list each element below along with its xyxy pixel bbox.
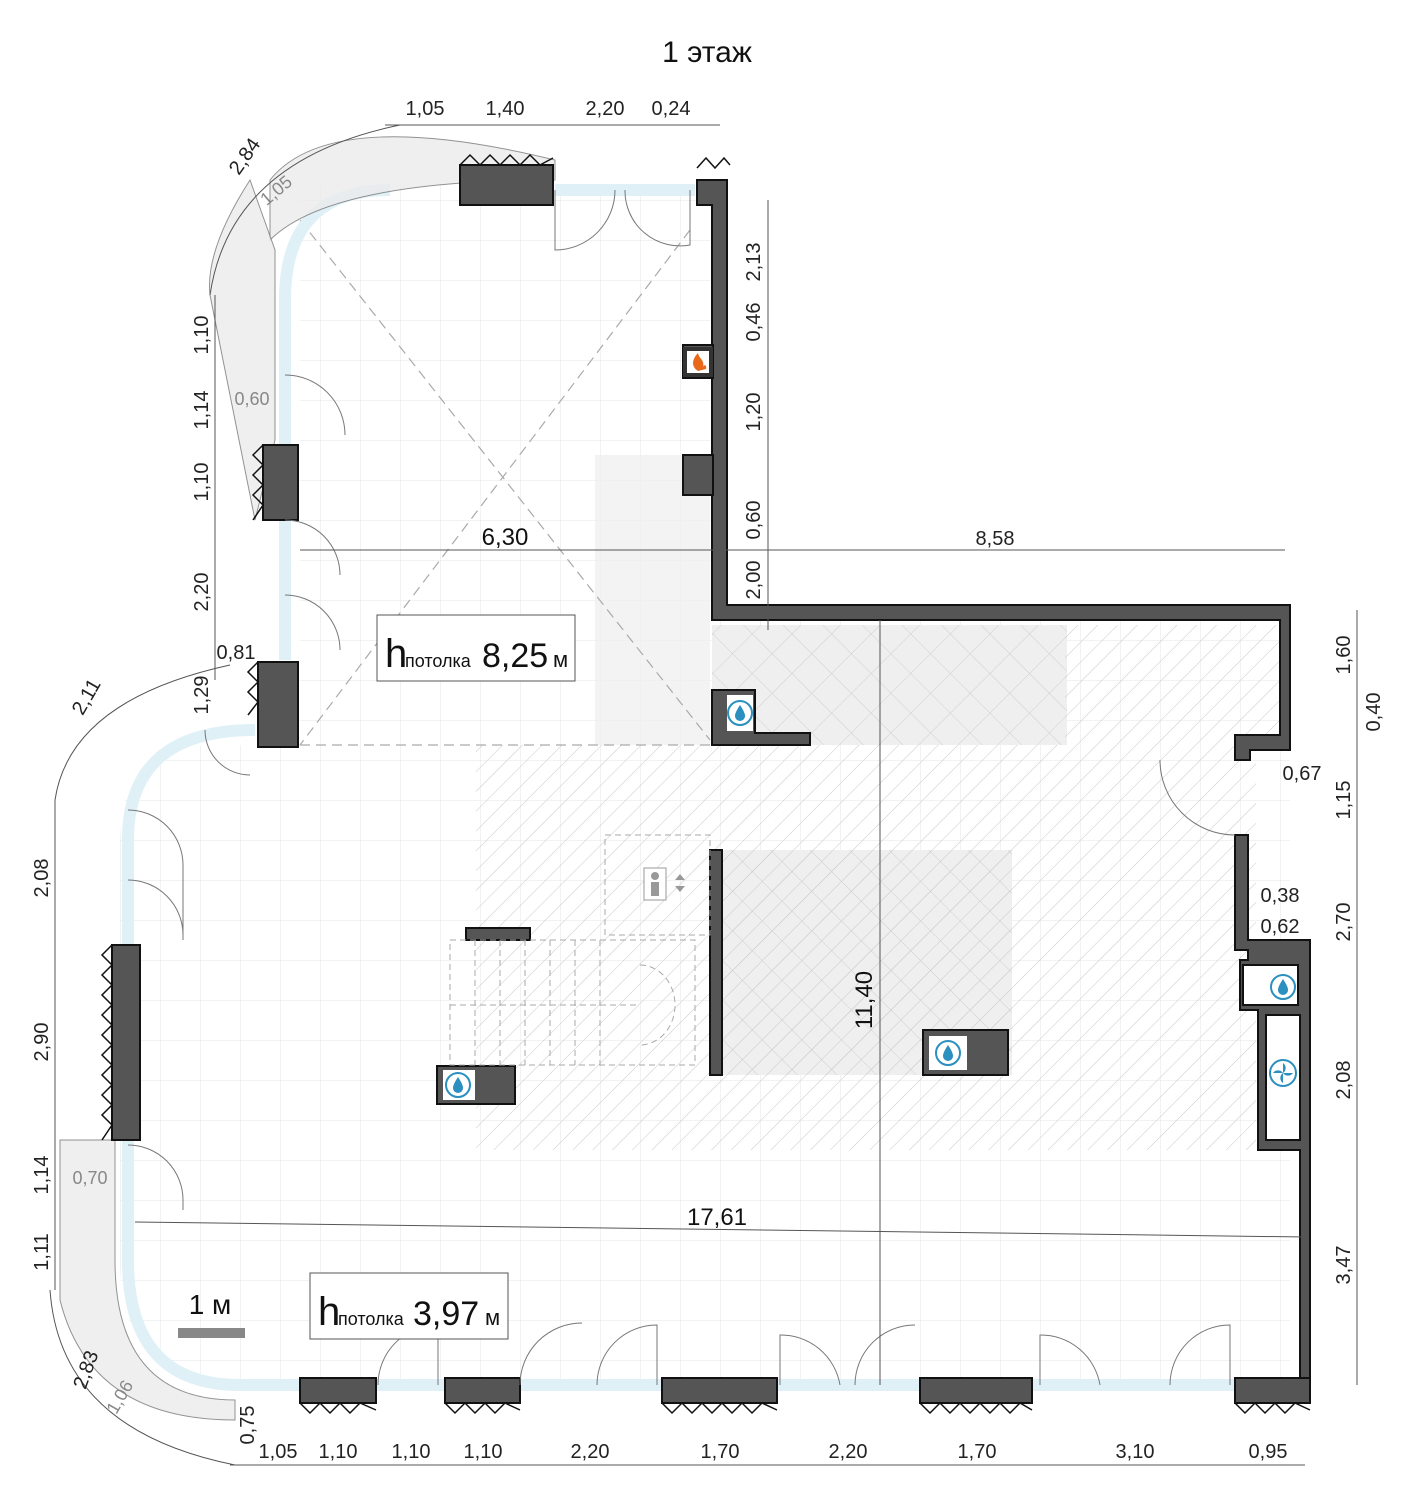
scale-bar (178, 1328, 245, 1338)
dimension-lines (49, 124, 1358, 1466)
elevator-icon (643, 867, 685, 901)
dim-left-15: 1,11 (31, 1233, 53, 1270)
ceiling-height-lower: h потолка 3,97 м (309, 1272, 509, 1340)
dim-bottom-4: 1,10 (464, 1441, 503, 1463)
dim-right-lower-2: 0,40 (1363, 693, 1385, 732)
ceiling-h-upper: h (385, 632, 407, 676)
dim-left-13: 1,14 (31, 1156, 53, 1195)
dim-bottom-10: 0,95 (1249, 1441, 1288, 1463)
dim-top-2: 1,40 (486, 98, 525, 120)
ceiling-sub-upper: потолка (405, 651, 472, 671)
dim-bottom-8: 1,70 (958, 1441, 997, 1463)
ceiling-unit-upper: м (553, 647, 568, 672)
dim-right-upper-3: 1,20 (743, 393, 765, 432)
void-lines (299, 219, 711, 746)
dim-right-upper-2: 0,46 (743, 303, 765, 342)
dim-inner-3: 11,40 (851, 971, 878, 1029)
floor-area (120, 185, 1290, 1380)
dim-bottom-2: 1,10 (319, 1441, 358, 1463)
dim-inner-4: 17,61 (687, 1204, 747, 1231)
dim-inner-2: 8,58 (976, 528, 1015, 550)
dim-left-8: 0,81 (217, 642, 256, 664)
dim-left-11: 2,08 (31, 859, 53, 898)
dim-left-12: 2,90 (31, 1023, 53, 1062)
dim-right-lower-8: 2,08 (1333, 1061, 1355, 1100)
dim-bottom-6: 1,70 (701, 1441, 740, 1463)
wall-breaks (100, 153, 1311, 1415)
dim-left-5: 0,60 (234, 389, 269, 409)
dim-bottom-5: 2,20 (571, 1441, 610, 1463)
ceiling-value-lower: 3,97 (413, 1295, 479, 1333)
dim-right-lower-6: 0,62 (1261, 916, 1300, 938)
dim-bottom-7: 2,20 (829, 1441, 868, 1463)
walls (111, 164, 1311, 1404)
floor-title: 1 этаж (662, 36, 752, 69)
dim-top-3: 2,20 (586, 98, 625, 120)
dim-right-lower-7: 2,70 (1333, 903, 1355, 942)
dim-bottom-9: 3,10 (1116, 1441, 1155, 1463)
water-icon-3 (929, 1036, 967, 1070)
dim-bottom-3: 1,10 (392, 1441, 431, 1463)
dim-right-lower-4: 1,15 (1333, 781, 1355, 820)
dim-right-upper-1: 2,13 (743, 243, 765, 282)
ventilation-icon (1269, 1059, 1297, 1087)
ceiling-height-upper: h потолка 8,25 м (376, 614, 576, 682)
dim-top-4: 0,24 (652, 98, 691, 120)
dim-right-upper-4: 0,60 (743, 501, 765, 540)
ceiling-unit-lower: м (485, 1305, 500, 1330)
scale-label: 1 м (189, 1289, 232, 1320)
dim-inner-1: 6,30 (482, 524, 529, 551)
dim-right-lower-1: 1,60 (1333, 636, 1355, 675)
dim-right-lower-3: 0,67 (1283, 763, 1322, 785)
dim-top-1: 1,05 (406, 98, 445, 120)
water-icon-2 (443, 1070, 475, 1100)
water-icon-4 (1270, 974, 1296, 1000)
dim-right-lower-9: 3,47 (1333, 1246, 1355, 1285)
water-icon-1 (727, 695, 753, 731)
dim-right-upper-5: 2,00 (743, 561, 765, 600)
dim-left-3: 1,10 (191, 316, 213, 355)
dim-left-14: 0,70 (72, 1168, 107, 1188)
dim-left-18: 0,75 (237, 1406, 259, 1445)
ceiling-value-upper: 8,25 (482, 637, 548, 675)
ceiling-h-lower: h (318, 1290, 340, 1334)
stairs (449, 834, 711, 1066)
ceiling-sub-lower: потолка (338, 1309, 405, 1329)
dim-left-4: 1,14 (191, 391, 213, 430)
dim-left-9: 1,29 (191, 676, 213, 715)
terrace (59, 136, 556, 1421)
dim-right-lower-5: 0,38 (1261, 885, 1300, 907)
dim-left-7: 2,20 (191, 573, 213, 612)
dim-bottom-1: 1,05 (259, 1441, 298, 1463)
dim-left-6: 1,10 (191, 463, 213, 502)
fireplace-icon (683, 347, 713, 377)
dim-left-10: 2,11 (68, 675, 106, 718)
dim-left-1: 2,84 (225, 134, 265, 179)
